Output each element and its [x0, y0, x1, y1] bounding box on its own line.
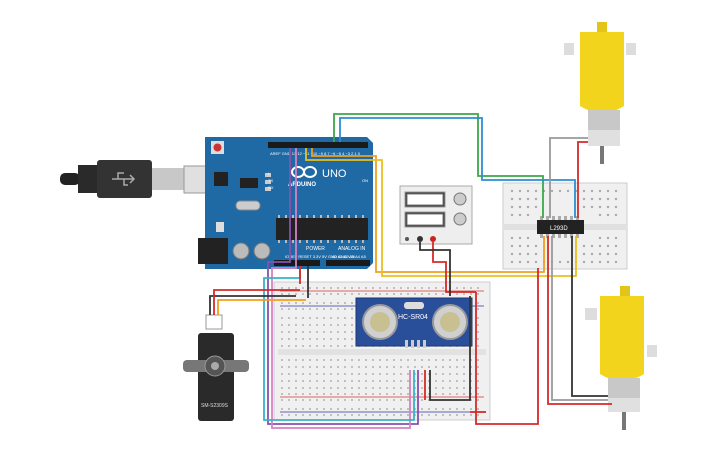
arduino-analog-header-label: ANALOG IN	[338, 246, 366, 252]
arduino-uno-board: AREF GND 13 12 ~11 ~10 ~9 8 7 ~6 ~5 4 ~3…	[198, 137, 373, 269]
usb-cable	[60, 160, 209, 198]
breadboard-small: L293D	[502, 182, 628, 270]
svg-text:AREF GND 13 12 ~11 ~10 ~9 8 7: AREF GND 13 12 ~11 ~10 ~9 8 7 ~6 ~5 4 ~3…	[270, 151, 361, 156]
svg-text:A0 A1 A2 A3 A4 A5: A0 A1 A2 A3 A4 A5	[332, 254, 367, 259]
hc-sr04-sensor: HC-SR04	[355, 297, 473, 348]
servo-motor: SM-S2309S	[183, 314, 249, 421]
l293d-chip	[537, 220, 584, 234]
arduino-l-label: L	[268, 171, 271, 176]
arduino-rx-label: RX	[268, 185, 274, 190]
arduino-logo-icon	[291, 166, 317, 178]
arduino-on-label: ON	[362, 178, 368, 183]
arduino-model-label: UNO	[322, 168, 347, 180]
servo-label: SM-S2309S	[201, 403, 229, 409]
arduino-power-header-label: POWER	[306, 246, 325, 252]
dc-motor-bottom	[585, 286, 657, 430]
hc-sr04-label: HC-SR04	[398, 314, 428, 321]
wires	[209, 113, 612, 429]
svg-text:IOREF RESET 3.3V 5V GND GND VI: IOREF RESET 3.3V 5V GND GND VIN	[285, 254, 355, 259]
arduino-tx-label: TX	[268, 178, 273, 183]
arduino-brand-label: ARDUINO	[288, 182, 316, 188]
l293d-label: L293D	[550, 226, 568, 232]
power-supply	[399, 185, 473, 245]
dc-motor-top	[564, 22, 636, 164]
